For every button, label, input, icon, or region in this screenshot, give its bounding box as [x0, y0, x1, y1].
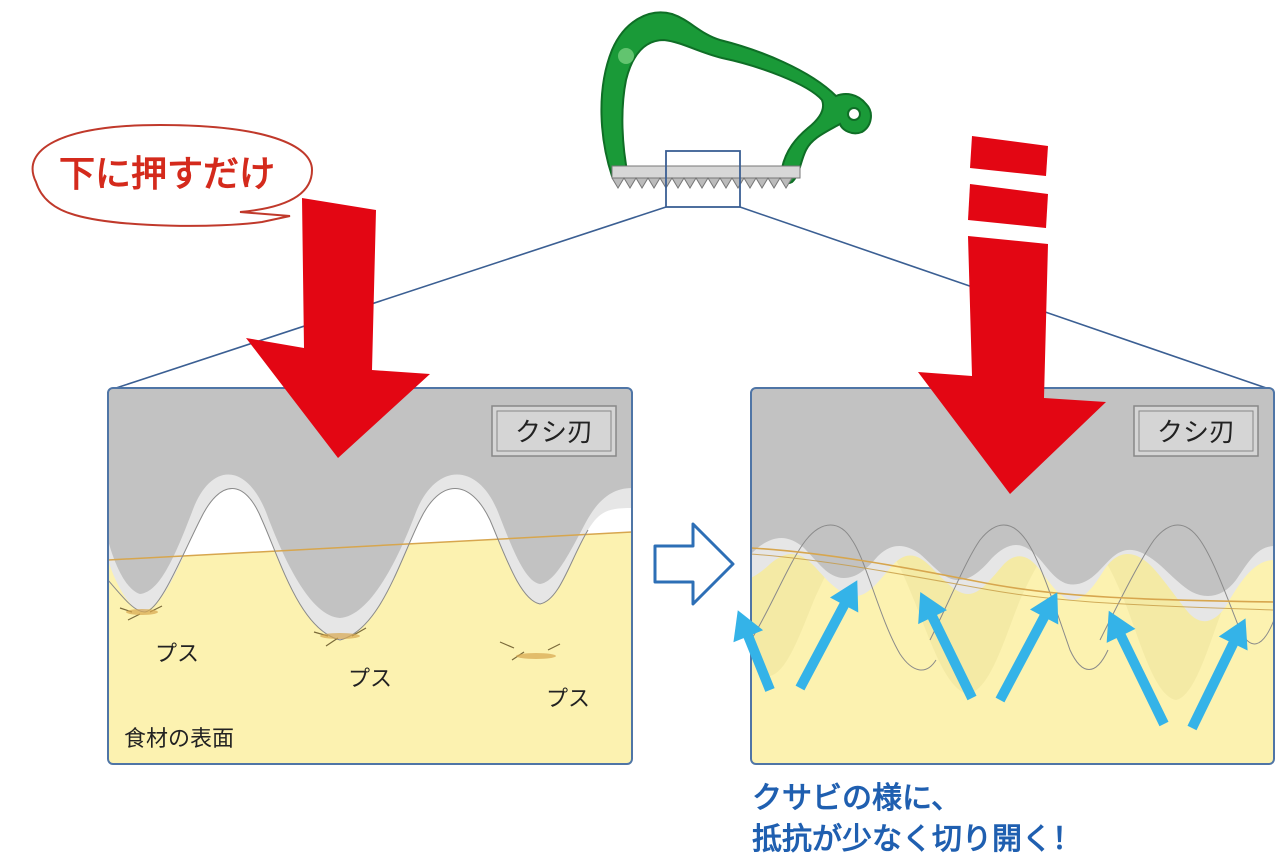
puncture-label-1: プス — [155, 642, 199, 667]
up-arrow-icon — [733, 610, 775, 692]
down-arrow-icon — [246, 198, 430, 458]
bubble-text: 下に押すだけ — [59, 154, 275, 195]
right-outline-arrow-icon — [653, 522, 735, 606]
left-blade-label: クシ刃 — [491, 405, 617, 457]
dashed-down-arrow-icon — [918, 136, 1106, 494]
speech-bubble: 下に押すだけ — [31, 123, 314, 227]
caption-line-1: クサビの様に、 — [752, 781, 962, 816]
right-blade-label: クシ刃 — [1133, 405, 1259, 457]
caption-line-2: 抵抗が少なく切り開く！ — [752, 822, 1082, 857]
surface-label: 食材の表面 — [124, 727, 234, 752]
up-arrow-icon — [795, 580, 859, 691]
puncture-marks — [119, 605, 561, 661]
up-arrow-icon — [1187, 618, 1248, 731]
puncture-label-3: プス — [546, 687, 590, 712]
up-arrow-icon — [918, 591, 977, 701]
caption: クサビの様に、 抵抗が少なく切り開く！ — [752, 778, 1272, 860]
svg-text:クシ刃: クシ刃 — [515, 418, 593, 448]
green-saw-tool-icon — [600, 11, 872, 208]
puncture-label-2: プス — [348, 667, 392, 692]
up-arrow-icon — [1106, 610, 1169, 727]
up-arrow-icon — [995, 592, 1059, 703]
up-arrows — [733, 580, 1248, 731]
svg-text:クシ刃: クシ刃 — [1157, 418, 1235, 448]
